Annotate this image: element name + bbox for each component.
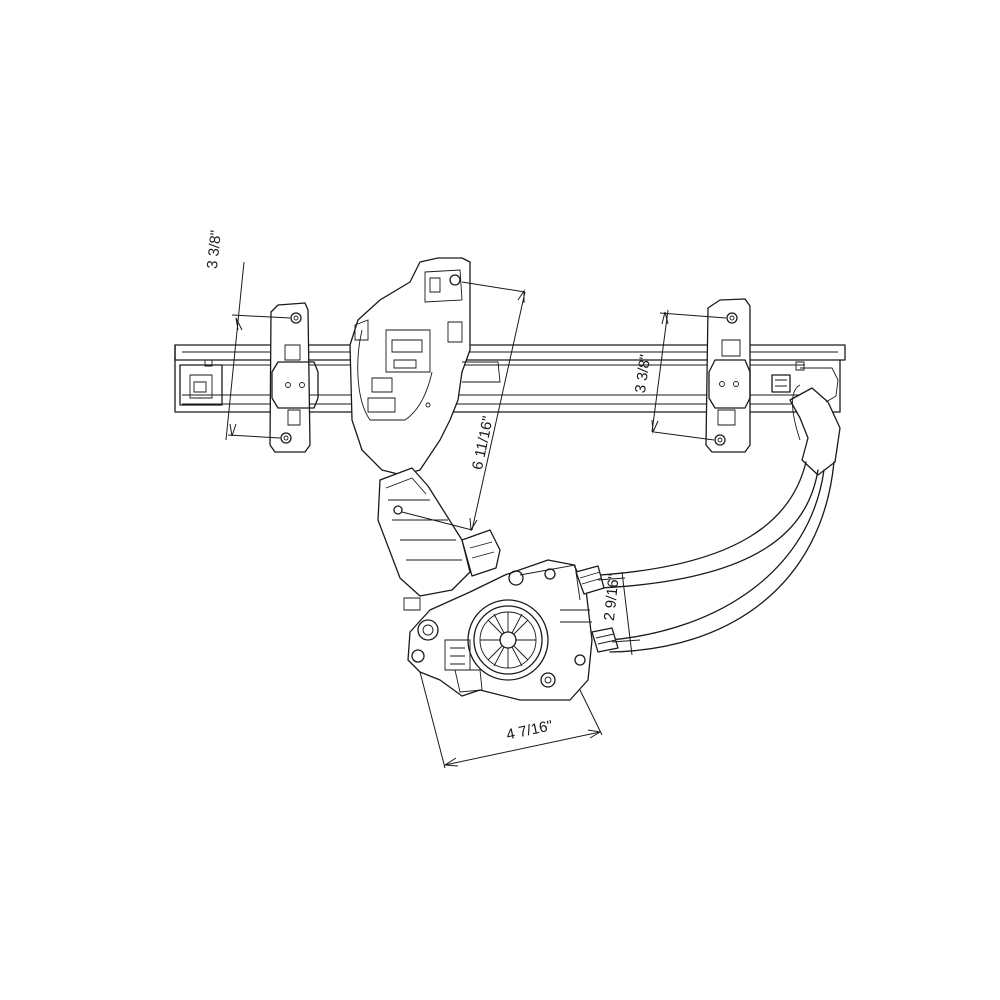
left-carrier: [269, 302, 319, 453]
dimension-lines: [225, 261, 727, 769]
center-bracket: [349, 257, 501, 476]
right-end-pulley: [771, 361, 841, 476]
left-hole-spacing-label: 3 3/8": [204, 229, 225, 270]
cable-conduits: [599, 384, 835, 653]
gearbox-assembly: [403, 559, 619, 701]
right-carrier: [705, 298, 751, 453]
motor-housing: [377, 467, 501, 597]
drum-spokes: [480, 612, 536, 668]
